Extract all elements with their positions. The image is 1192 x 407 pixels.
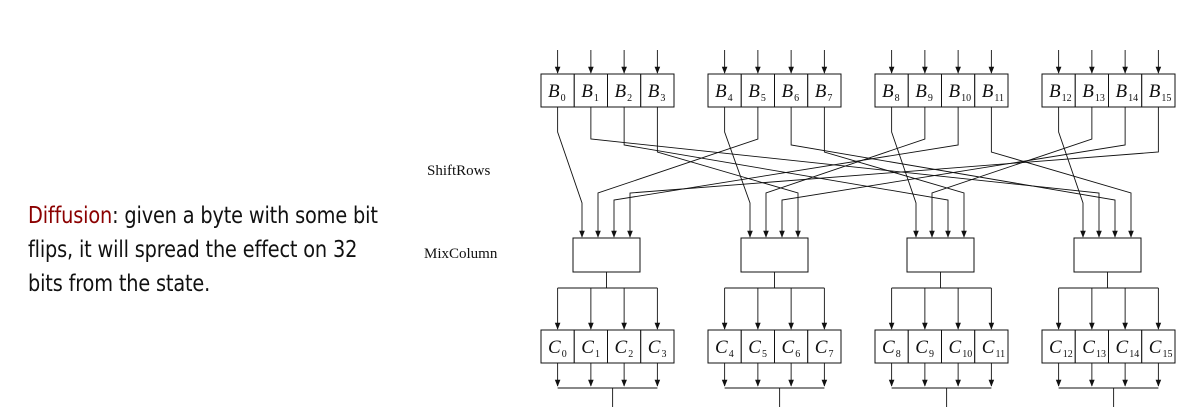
output-cell-label: C15 (1149, 337, 1173, 360)
shiftrows-wire (790, 107, 1118, 238)
shiftrows-wire (929, 107, 1093, 238)
input-cell (774, 73, 809, 108)
shiftrows-wire (891, 107, 919, 238)
shiftrows-wire (656, 107, 801, 238)
output-cell (1141, 329, 1176, 364)
input-cell (740, 73, 775, 108)
output-cell-label: C14 (1116, 337, 1140, 360)
input-cell-label: B10 (949, 81, 972, 104)
output-cell (607, 329, 642, 364)
output-cell (1108, 329, 1143, 364)
output-cell (941, 329, 976, 364)
mixcolumn-box (1073, 237, 1142, 273)
output-cell-label: C6 (782, 337, 801, 360)
diffusion-keyword: Diffusion (28, 203, 113, 229)
diffusion-caption: Diffusion: given a byte with some bit fl… (28, 199, 381, 301)
output-cell-label: C12 (1049, 337, 1073, 360)
output-cell-label: C8 (882, 337, 901, 360)
input-cell (640, 73, 675, 108)
shiftrows-wire (1058, 107, 1086, 238)
shiftrows-wire (595, 107, 759, 238)
input-cell (807, 73, 842, 108)
shiftrows-wire (590, 107, 1102, 238)
input-cell (941, 73, 976, 108)
input-cell (607, 73, 642, 108)
input-cell-label: B9 (915, 81, 933, 104)
output-cell-label: C2 (615, 337, 634, 360)
shiftrows-wire (611, 107, 959, 238)
output-cell (974, 329, 1009, 364)
input-cell-label: B1 (581, 81, 599, 104)
output-cell (807, 329, 842, 364)
output-cell-label: C0 (548, 337, 567, 360)
input-cell-label: B11 (982, 81, 1004, 104)
input-cell-label: B7 (815, 81, 833, 104)
input-cell-label: B12 (1049, 81, 1072, 104)
shiftrows-wire (557, 107, 585, 238)
shiftrows-wire (990, 107, 1134, 238)
input-cell-label: B5 (748, 81, 766, 104)
output-cell-label: C10 (949, 337, 973, 360)
input-cell-label: B4 (715, 81, 733, 104)
shiftrows-label: ShiftRows (427, 163, 491, 179)
diffusion-description: : given a byte with some bit flips, it w… (28, 203, 378, 297)
output-cell (640, 329, 675, 364)
input-cell-label: B13 (1082, 81, 1105, 104)
input-cell-label: B2 (615, 81, 633, 104)
input-cell (1141, 73, 1176, 108)
mixcolumn-box (740, 237, 809, 273)
output-cell-label: C11 (982, 337, 1005, 360)
boxes: B0 B1 B2 B3 B4 B5 B6 B7 B8 B9 B10 B11 B12 B13 B14 B15C0… (540, 73, 1176, 364)
output-cell (874, 329, 909, 364)
input-cell-label: B0 (548, 81, 566, 104)
output-cell (774, 329, 809, 364)
output-cell (1074, 329, 1109, 364)
shiftrows-wire (724, 107, 753, 238)
input-cell-label: B8 (882, 81, 900, 104)
output-cell-label: C4 (715, 337, 734, 360)
mixcolumn-label: MixColumn (424, 246, 498, 262)
output-cell-label: C3 (648, 337, 667, 360)
input-cell (1041, 73, 1076, 108)
mixcolumn-box (572, 237, 641, 273)
input-cell (974, 73, 1009, 108)
output-cell-label: C5 (748, 337, 767, 360)
output-cell (573, 329, 608, 364)
input-cell-label: B14 (1116, 81, 1139, 104)
input-cell-label: B3 (648, 81, 666, 104)
wires (554, 50, 1162, 407)
input-cell-label: B15 (1149, 81, 1172, 104)
mixcolumn-box (906, 237, 975, 273)
output-cell-label: C9 (915, 337, 934, 360)
output-cell-label: C7 (815, 337, 834, 360)
input-cell (707, 73, 742, 108)
shiftrows-wire (823, 107, 967, 238)
shiftrows-wire (627, 107, 1159, 238)
shiftrows-wire (779, 107, 1126, 238)
output-cell-label: C1 (581, 337, 600, 360)
shiftrows-wire (623, 107, 951, 238)
input-cell-label: B6 (782, 81, 800, 104)
output-cell-label: C13 (1082, 337, 1106, 360)
input-cell (573, 73, 608, 108)
